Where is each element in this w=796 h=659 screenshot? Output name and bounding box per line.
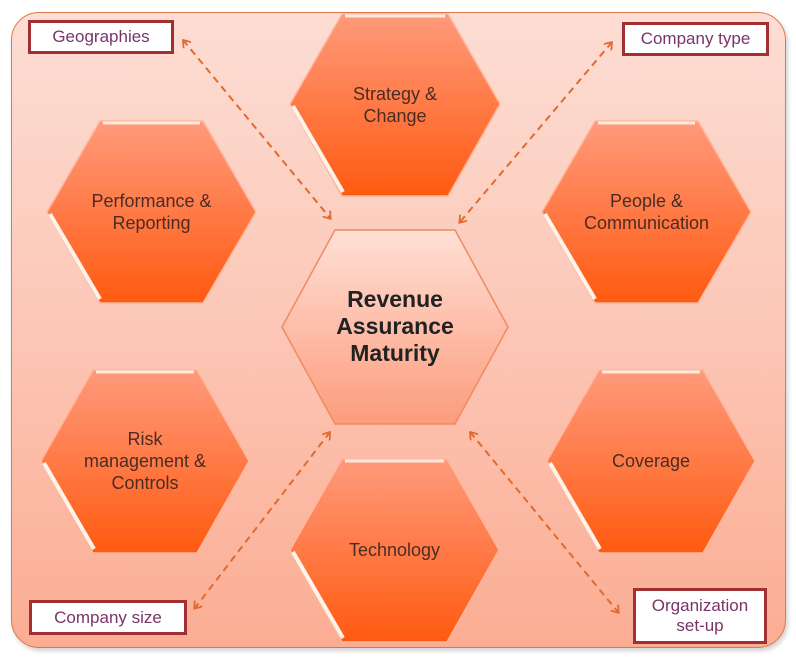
label-line: Controls (111, 473, 179, 493)
label-line: Reporting (112, 213, 191, 233)
factor-label: Company size (54, 607, 162, 627)
hexagon-performance (46, 120, 257, 304)
factor-geographies: Geographies (28, 20, 174, 54)
label-line: Communication (583, 213, 710, 233)
arrow-company-type (460, 42, 612, 222)
title-line: Revenue (347, 285, 443, 312)
arrow-organization-setup (470, 432, 618, 612)
hexagon-technology (289, 458, 500, 643)
factor-label: Organization (651, 596, 749, 615)
label-line: People & (609, 191, 684, 211)
hexagon-technology-label: Technology (290, 505, 499, 595)
label-line: Change (363, 106, 427, 126)
label-line: Performance & (91, 191, 212, 211)
label-line: Risk (127, 429, 163, 449)
arrow-geographies (183, 40, 330, 218)
hexagon-risk (40, 369, 250, 554)
hexagon-performance-label: Performance &Reporting (47, 167, 256, 257)
label-line: Technology (348, 540, 441, 560)
title-line: Assurance (336, 312, 454, 339)
hexagon-coverage (546, 369, 756, 554)
factor-label: set-up (676, 616, 724, 635)
hexagon-people (541, 120, 752, 304)
hexagon-center (281, 229, 509, 425)
label-line: management & (83, 451, 207, 471)
hexagon-people-label: People &Communication (542, 167, 751, 257)
factor-label: Geographies (52, 27, 150, 46)
title-line: Maturity (350, 339, 440, 366)
factor-company-size: Company size (29, 600, 187, 635)
hexagon-coverage-label: Coverage (547, 416, 755, 506)
factor-label: Company type (640, 29, 751, 48)
hexagon-strategy (289, 13, 501, 197)
arrow-company-size (195, 432, 330, 608)
hexagon-strategy-label: Strategy &Change (290, 60, 500, 150)
factor-company-type: Company type (622, 22, 769, 56)
label-line: Coverage (611, 451, 691, 471)
label-line: Strategy & (352, 84, 438, 104)
